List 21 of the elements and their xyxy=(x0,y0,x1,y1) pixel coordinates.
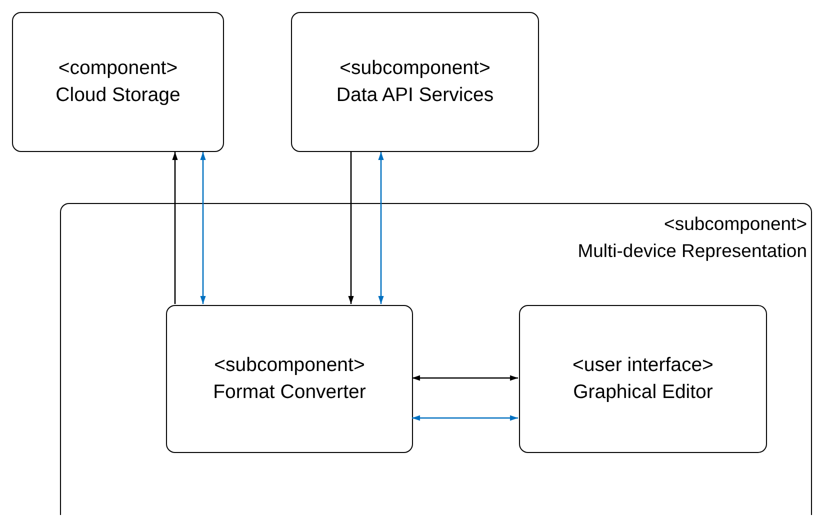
component-box xyxy=(519,305,767,453)
connector-arrow xyxy=(200,152,206,304)
stereotype-label: <subcomponent> xyxy=(340,56,490,81)
stereotype-label: <user interface> xyxy=(572,353,714,378)
component-name: Cloud Storage xyxy=(56,83,180,108)
container-box xyxy=(60,203,812,515)
component-box xyxy=(166,305,413,453)
stereotype-label: <subcomponent> xyxy=(664,212,807,236)
component-name: Data API Services xyxy=(336,83,494,108)
component-name: Multi-device Representation xyxy=(578,239,807,263)
stereotype-label: <subcomponent> xyxy=(214,353,365,378)
connector-arrow xyxy=(378,152,384,304)
connector-arrow xyxy=(412,415,518,421)
component-box xyxy=(12,12,224,152)
component-box xyxy=(291,12,539,152)
connector-arrow xyxy=(412,375,518,381)
component-name: Format Converter xyxy=(213,380,366,405)
connector-arrow xyxy=(172,152,178,304)
stereotype-label: <component> xyxy=(58,56,178,81)
component-name: Graphical Editor xyxy=(573,380,713,405)
connector-arrow xyxy=(348,152,354,304)
